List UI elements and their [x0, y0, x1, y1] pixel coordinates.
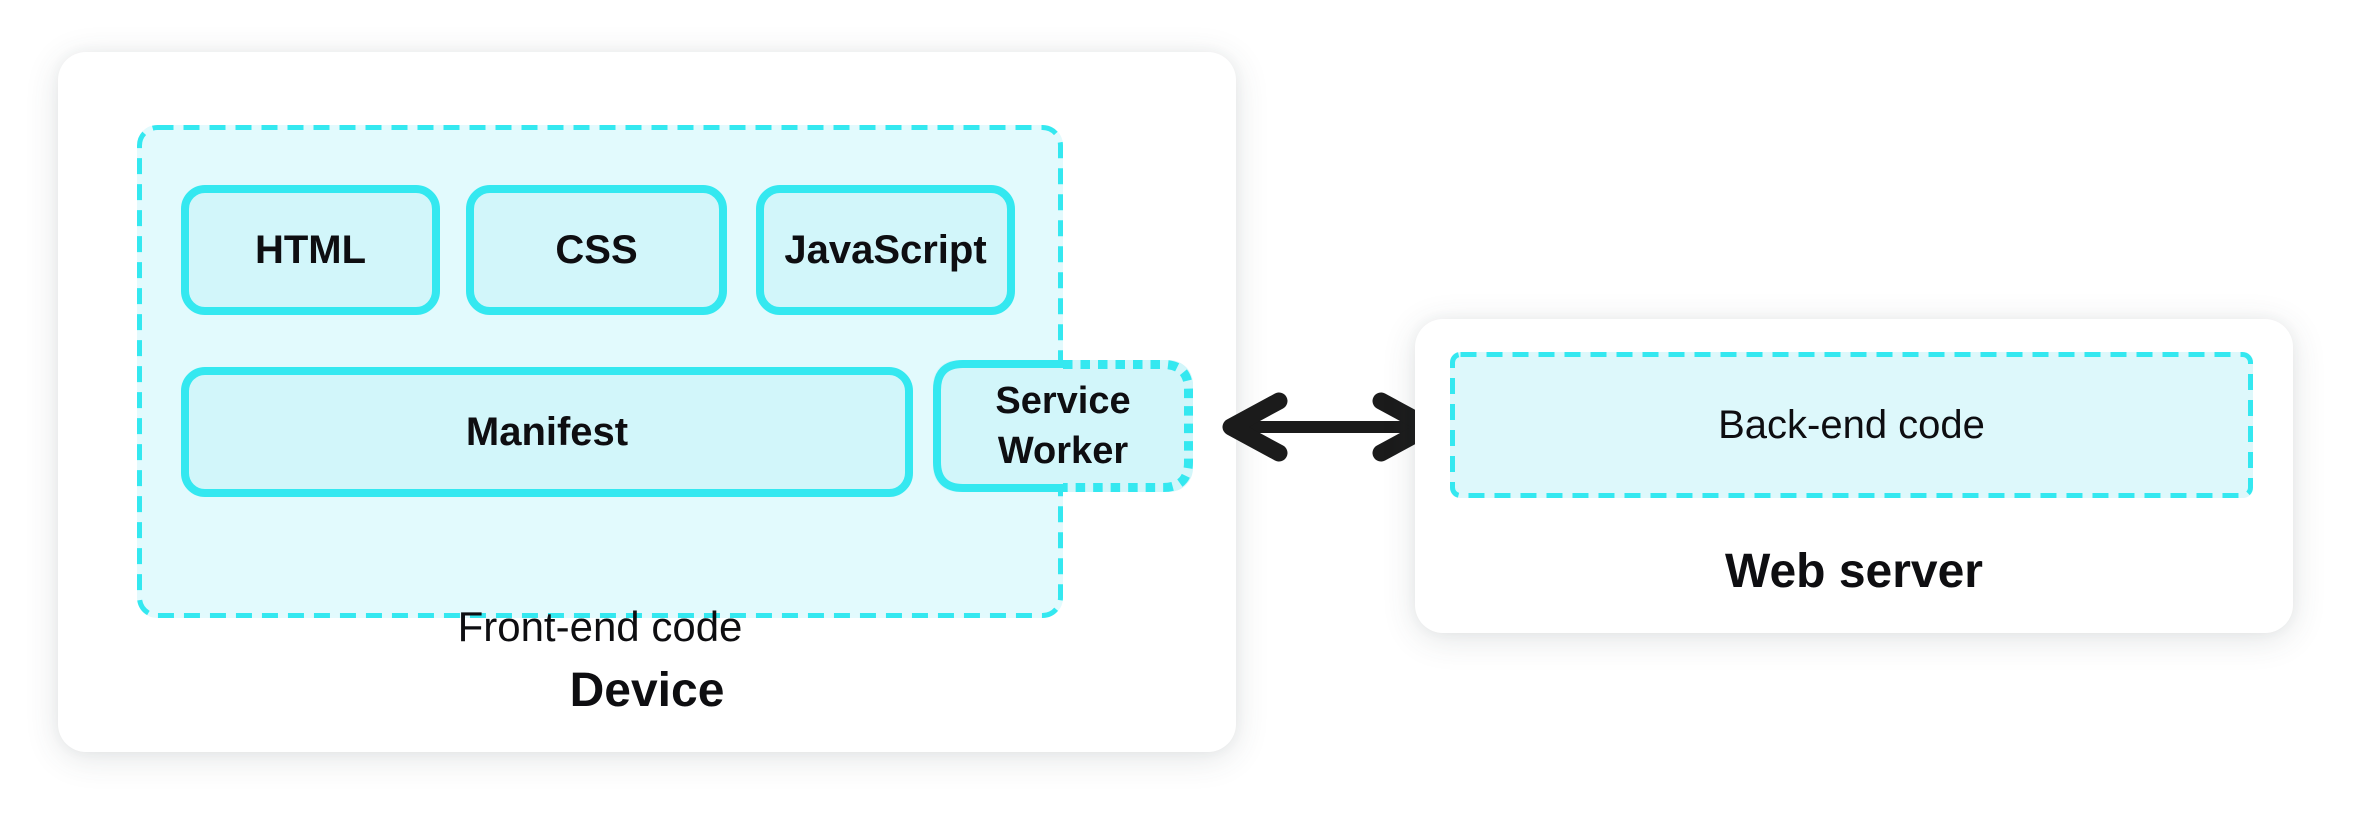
javascript-box-label: JavaScript	[784, 228, 987, 272]
html-box: HTML	[181, 185, 440, 315]
frontend-code-label: Front-end code	[457, 603, 743, 650]
css-box-label: CSS	[555, 228, 638, 272]
web-server-label: Web server	[1725, 545, 1983, 598]
javascript-box: JavaScript	[756, 185, 1015, 315]
html-box-label: HTML	[254, 228, 367, 272]
service-worker-box: Service Worker	[933, 360, 1193, 492]
css-box: CSS	[466, 185, 727, 315]
backend-dashed-border	[1450, 352, 2253, 498]
web-server-card: Back-end code Web server	[1415, 319, 2293, 633]
manifest-box-label: Manifest	[465, 410, 629, 454]
frontend-dashed-border	[137, 125, 1063, 618]
backend-code-label: Back-end code	[1718, 402, 1985, 447]
bidirectional-arrow-icon	[1222, 392, 1438, 462]
backend-code-container: Back-end code	[1450, 352, 2253, 498]
device-card: Front-end code HTML CSS JavaScript Manif…	[58, 52, 1236, 752]
service-worker-label: Service Worker	[995, 379, 1131, 472]
device-label: Device	[569, 664, 725, 717]
manifest-box: Manifest	[181, 367, 913, 497]
